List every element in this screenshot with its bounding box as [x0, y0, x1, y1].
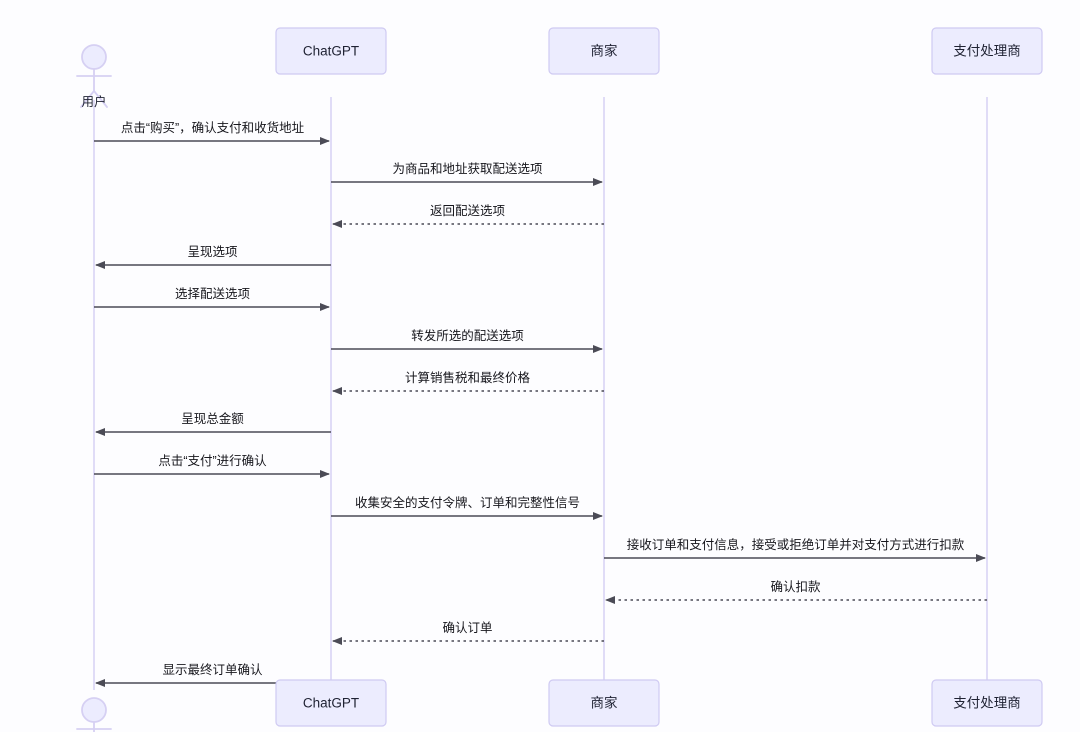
message-2[interactable]: 为商品和地址获取配送选项: [331, 161, 603, 186]
message-label-10: 收集安全的支付令牌、订单和完整性信号: [355, 495, 580, 510]
message-11[interactable]: 接收订单和支付信息，接受或拒绝订单并对支付方式进行扣款: [604, 537, 986, 562]
message-label-9: 点击“支付”进行确认: [158, 454, 267, 468]
message-1[interactable]: 点击“购买”，确认支付和收货地址: [94, 120, 330, 145]
message-label-13: 确认订单: [442, 621, 492, 635]
participant-label-merchant: 商家: [591, 695, 619, 711]
participant-label-processor: 支付处理商: [953, 44, 1021, 59]
participant-box-chatgpt[interactable]: [275, 679, 387, 727]
message-5[interactable]: 选择配送选项: [94, 286, 330, 311]
actor-leg-right: [93, 90, 108, 108]
actor-head-icon: [81, 697, 107, 723]
participant-bottom-processor[interactable]: 支付处理商: [931, 679, 1043, 727]
message-label-11: 接收订单和支付信息，接受或拒绝订单并对支付方式进行扣款: [627, 537, 965, 552]
actor-head-icon: [81, 44, 107, 70]
message-label-2: 为商品和地址获取配送选项: [392, 161, 542, 176]
actor-leg-left: [80, 90, 95, 108]
message-7[interactable]: 计算销售税和最终价格: [332, 370, 604, 395]
message-label-1: 点击“购买”，确认支付和收货地址: [121, 120, 305, 135]
participant-label-processor: 支付处理商: [953, 696, 1021, 711]
participant-top-processor[interactable]: 支付处理商: [931, 27, 1043, 75]
participant-bottom-merchant[interactable]: 商家: [548, 679, 660, 727]
message-label-5: 选择配送选项: [175, 286, 250, 301]
participant-box-processor[interactable]: [931, 27, 1043, 75]
message-10[interactable]: 收集安全的支付令牌、订单和完整性信号: [331, 495, 603, 520]
participant-label-chatgpt: ChatGPT: [303, 44, 359, 59]
message-12[interactable]: 确认扣款: [605, 580, 987, 604]
lifelines-layer: [93, 97, 988, 703]
message-label-12: 确认扣款: [770, 580, 821, 594]
actor-label-user-top: 用户: [81, 94, 106, 109]
message-8[interactable]: 呈现总金额: [95, 411, 331, 436]
participant-bottom-chatgpt[interactable]: ChatGPT: [275, 679, 387, 727]
message-9[interactable]: 点击“支付”进行确认: [94, 454, 330, 478]
message-label-8: 呈现总金额: [181, 411, 244, 426]
actor-user-top[interactable]: 用户: [76, 44, 112, 109]
message-label-14: 显示最终订单确认: [162, 662, 263, 677]
message-label-3: 返回配送选项: [430, 203, 505, 218]
actor-user-bottom[interactable]: [76, 697, 112, 732]
messages-layer: 点击“购买”，确认支付和收货地址为商品和地址获取配送选项返回配送选项呈现选项选择…: [94, 120, 987, 687]
message-label-7: 计算销售税和最终价格: [405, 370, 531, 385]
participant-label-merchant: 商家: [591, 43, 619, 59]
message-4[interactable]: 呈现选项: [95, 245, 331, 269]
participant-box-merchant[interactable]: [548, 679, 660, 727]
participant-box-merchant[interactable]: [548, 27, 660, 75]
message-13[interactable]: 确认订单: [332, 621, 604, 645]
message-label-6: 转发所选的配送选项: [411, 328, 524, 343]
message-3[interactable]: 返回配送选项: [332, 203, 604, 228]
participant-box-processor[interactable]: [931, 679, 1043, 727]
participant-label-chatgpt: ChatGPT: [303, 696, 359, 711]
participant-box-chatgpt[interactable]: [275, 27, 387, 75]
participant-top-merchant[interactable]: 商家: [548, 27, 660, 75]
message-6[interactable]: 转发所选的配送选项: [331, 328, 603, 353]
participant-top-chatgpt[interactable]: ChatGPT: [275, 27, 387, 75]
message-label-4: 呈现选项: [187, 245, 237, 259]
